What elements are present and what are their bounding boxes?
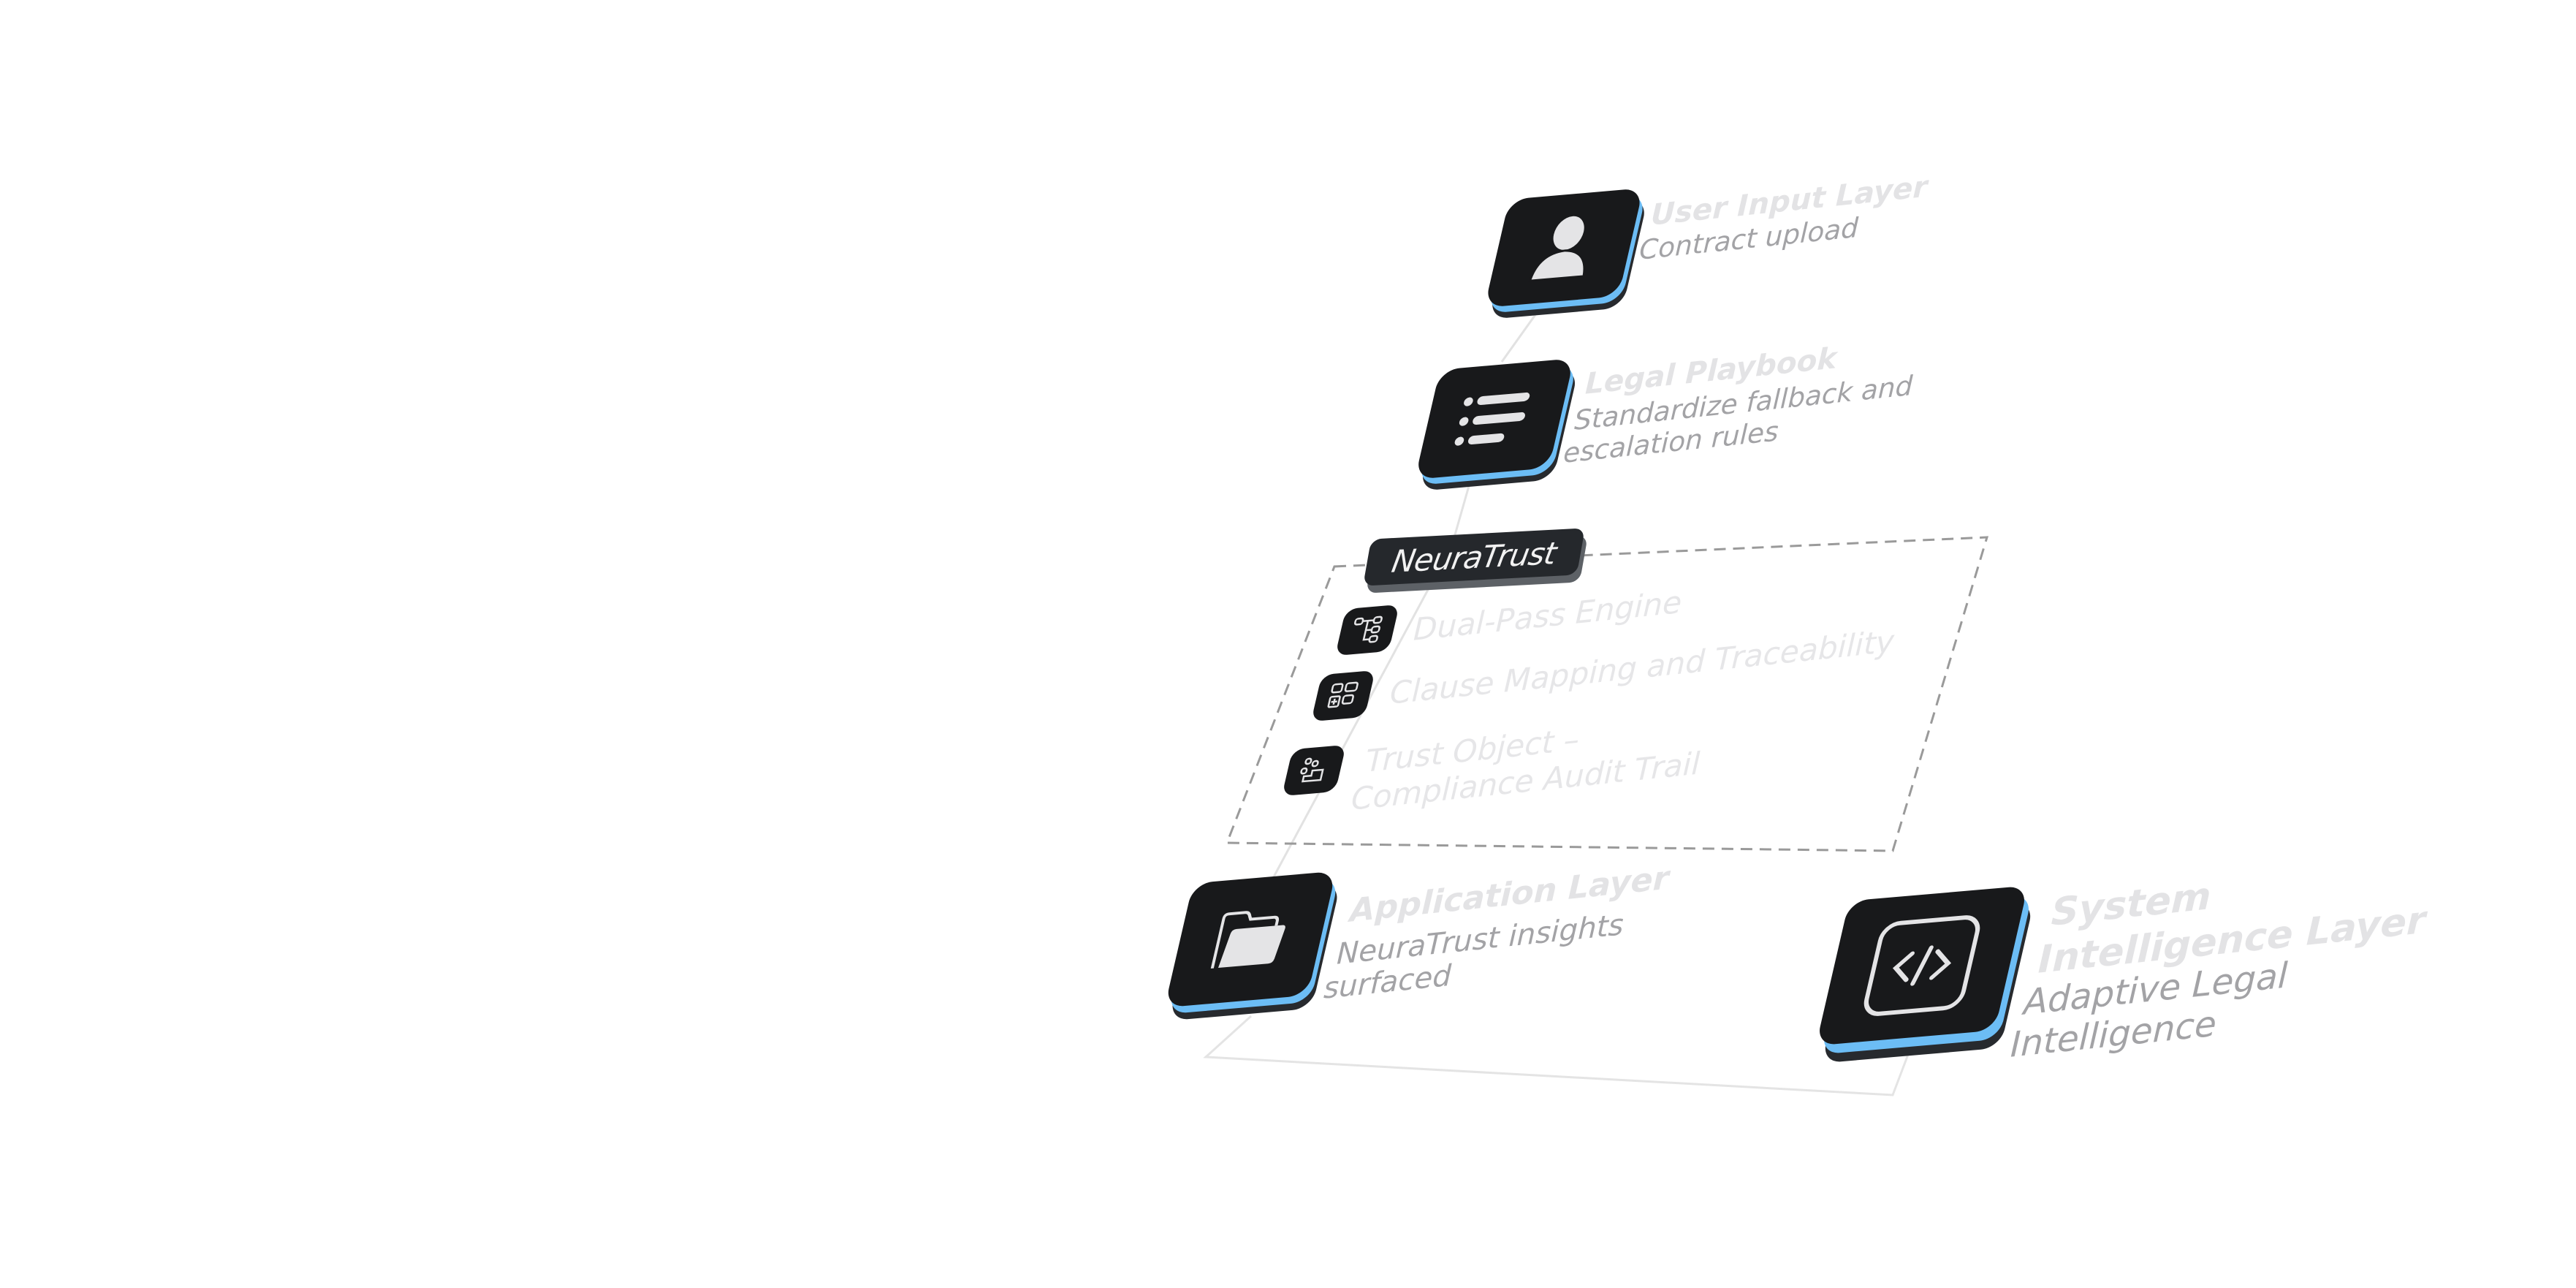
trust-object-item[interactable] (1281, 744, 1347, 800)
list-icon (1454, 392, 1530, 446)
mini-card-face (1334, 604, 1400, 656)
dual-pass-engine-label: Dual-Pass Engine (1413, 583, 1683, 648)
code-icon (1863, 915, 1980, 1016)
workflow-steps-icon (1300, 757, 1324, 783)
neuratrust-badge-label: NeuraTrust (1388, 534, 1559, 580)
connector-playbook-to-neuratrust (1453, 485, 1470, 538)
mini-card-face (1310, 670, 1376, 722)
card-face (1414, 358, 1575, 480)
card-face (1484, 188, 1644, 308)
folder-icon (1210, 911, 1285, 969)
grid-add-icon (1327, 681, 1359, 708)
flowchart-icon (1354, 615, 1383, 643)
connector-user-to-playbook (1500, 310, 1540, 363)
mini-card-face (1281, 744, 1347, 797)
user-input-layer-card[interactable] (1484, 188, 1649, 319)
legal-playbook-card[interactable] (1414, 358, 1579, 491)
card-face (1164, 871, 1337, 1008)
clause-mapping-item[interactable] (1310, 670, 1376, 725)
dual-pass-engine-item[interactable] (1334, 604, 1400, 659)
application-layer-card[interactable] (1164, 871, 1341, 1021)
neuratrust-badge[interactable]: NeuraTrust (1363, 528, 1588, 594)
system-intelligence-layer-card[interactable] (1815, 885, 2034, 1064)
connector-bottom-frame (1203, 1015, 1910, 1096)
card-face (1815, 885, 2029, 1046)
user-icon (1528, 216, 1586, 282)
